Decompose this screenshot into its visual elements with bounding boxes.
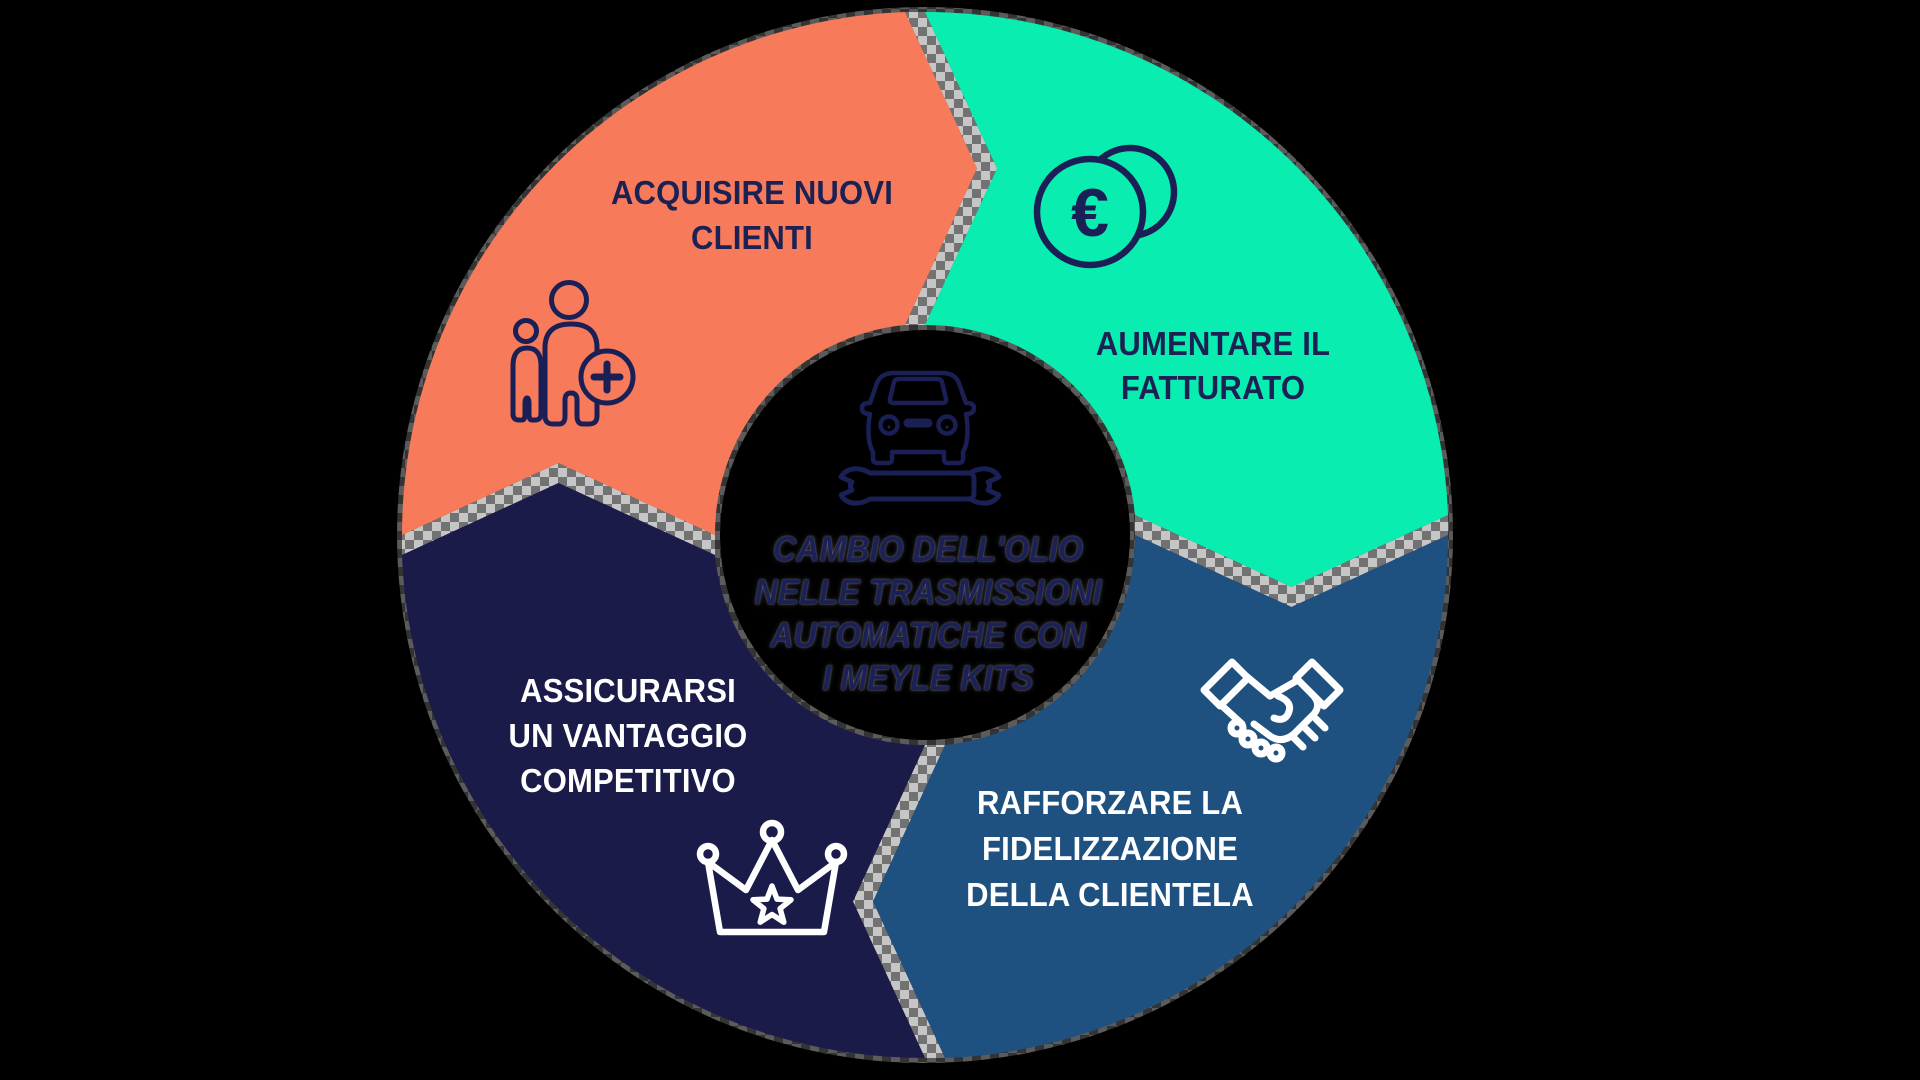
gap-chevron [1135,515,1448,607]
gap-chevron [905,12,997,325]
label-line: AUMENTARE IL [1095,325,1331,362]
label-line: FIDELIZZAZIONE [982,830,1238,867]
caption-line: NELLE TRASMISSIONI [754,573,1102,612]
gap-chevron [402,463,715,555]
caption-line: CAMBIO DELL'OLIO [773,530,1083,569]
gap-chevron [853,745,945,1058]
caption-line: I MEYLE KITS [822,659,1034,698]
label-line: DELLA CLIENTELA [966,876,1254,913]
segment-label-strengthen-loyalty: RAFFORZARE LA FIDELIZZAZIONE DELLA CLIEN… [875,780,1345,918]
segment-label-increase-revenue: AUMENTARE IL FATTURATO [978,322,1448,410]
caption-line: AUTOMATICHE CON [770,616,1086,655]
label-line: ASSICURARSI [520,672,736,709]
segment-label-acquire-clients: ACQUISIRE NUOVI CLIENTI [470,170,1034,260]
car-wrench-icon [838,370,1002,506]
label-line: COMPETITIVO [520,762,736,799]
label-line: RAFFORZARE LA [976,784,1244,821]
crown-icon [696,819,848,936]
segment-gaps [402,12,1448,1058]
label-line: UN VANTAGGIO [508,717,748,754]
handshake-icon [1200,658,1344,763]
segment-increase-revenue [925,11,1448,587]
center-caption: CAMBIO DELL'OLIO NELLE TRASMISSIONI AUTO… [698,528,1158,700]
label-line: FATTURATO [1120,369,1306,406]
label-line: ACQUISIRE NUOVI [610,174,894,211]
segment-label-competitive-advantage: ASSICURARSI UN VANTAGGIO COMPETITIVO [393,668,863,803]
euro-symbol: € [1071,175,1109,251]
label-line: CLIENTI [691,219,813,256]
people-plus-icon [510,280,636,427]
euro-coins-icon: € [1033,144,1178,269]
segment-competitive-advantage [402,483,925,1059]
